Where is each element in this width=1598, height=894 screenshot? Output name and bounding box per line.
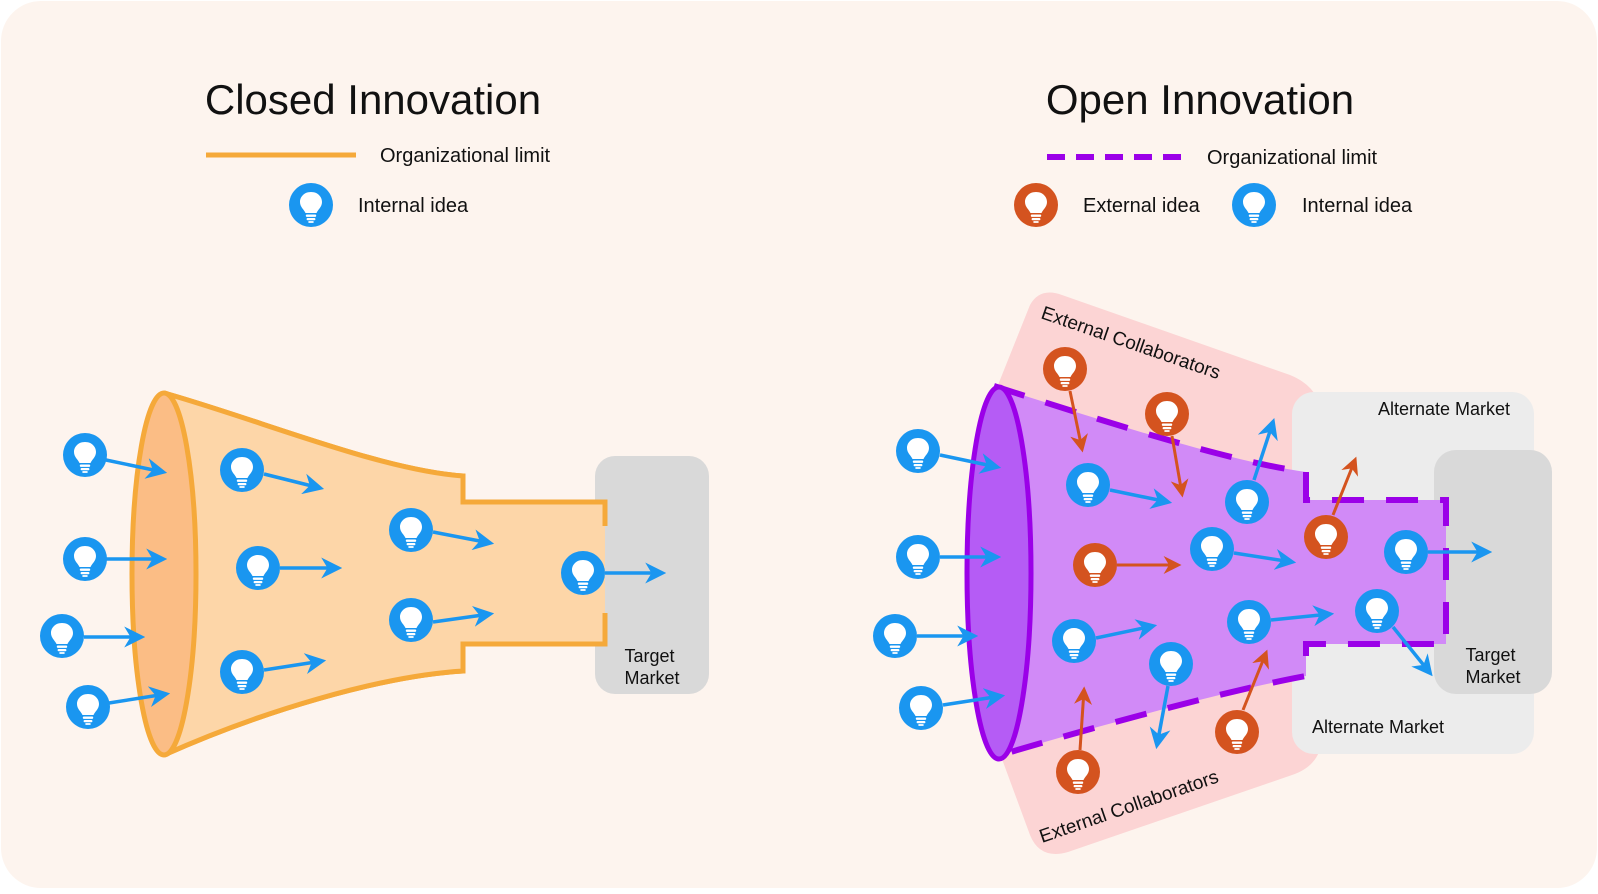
closed-internal-idea	[220, 448, 264, 492]
open-external-idea	[1145, 392, 1189, 436]
open-funnel-mouth	[964, 384, 1034, 762]
open-internal-idea	[1355, 589, 1399, 633]
open-internal-idea	[873, 614, 917, 658]
idea-arrow	[263, 472, 325, 495]
closed-target-market-label: Target Market	[624, 646, 679, 688]
idea-arrow	[1074, 686, 1093, 751]
closed-innovation-panel: Closed Innovation Organizational limit I…	[40, 76, 709, 758]
open-funnel-boundary	[993, 383, 1449, 760]
idea-arrow	[942, 688, 1006, 709]
idea-arrow	[939, 453, 1002, 474]
idea-arrow	[1109, 488, 1173, 509]
closed-title: Closed Innovation	[205, 76, 541, 123]
idea-arrow	[1270, 605, 1335, 627]
open-legend-limit-label: Organizational limit	[1207, 147, 1378, 169]
closed-internal-idea	[389, 508, 433, 552]
open-internal-idea	[896, 535, 940, 579]
idea-arrow	[1331, 456, 1359, 516]
open-internal-idea	[1052, 619, 1096, 663]
closed-internal-idea	[63, 433, 107, 477]
open-innovation-panel: Open Innovation Organizational limit Ext…	[873, 76, 1552, 854]
alternate-market-top-label: Alternate Market	[1378, 399, 1510, 419]
open-internal-idea	[1149, 642, 1193, 686]
closed-internal-idea	[236, 546, 280, 590]
idea-arrow	[1252, 418, 1278, 481]
closed-internal-idea	[66, 685, 110, 729]
idea-arrow	[1095, 619, 1158, 640]
closed-internal-idea	[63, 537, 107, 581]
idea-arrow	[1068, 390, 1088, 453]
open-external-idea	[1304, 515, 1348, 559]
open-internal-idea	[1190, 527, 1234, 571]
open-legend-external-label: External idea	[1083, 195, 1201, 217]
open-legend-external-icon	[1014, 183, 1058, 227]
closed-legend-limit-label: Organizational limit	[380, 145, 551, 167]
closed-internal-idea	[40, 614, 84, 658]
closed-funnel-mouth	[129, 390, 199, 758]
open-external-idea	[1073, 543, 1117, 587]
closed-internal-idea	[220, 650, 264, 694]
open-internal-idea	[1066, 463, 1110, 507]
open-external-idea	[1043, 347, 1087, 391]
open-internal-idea	[1225, 480, 1269, 524]
idea-arrow	[432, 605, 495, 627]
open-target-market-zone	[1434, 450, 1552, 694]
open-legend-internal-label: Internal idea	[1302, 195, 1413, 217]
open-title: Open Innovation	[1046, 76, 1354, 123]
open-internal-idea	[896, 429, 940, 473]
closed-internal-idea	[561, 551, 605, 595]
open-internal-idea	[1227, 600, 1271, 644]
open-legend-internal-icon	[1232, 183, 1276, 227]
closed-legend-internal-label: Internal idea	[358, 195, 469, 217]
idea-arrow	[263, 653, 327, 674]
alternate-market-bottom-label: Alternate Market	[1312, 717, 1444, 737]
open-target-market-label: Target Market	[1465, 645, 1520, 687]
closed-internal-idea	[389, 598, 433, 642]
closed-legend-internal-icon	[289, 183, 333, 227]
idea-arrow	[432, 529, 495, 551]
open-external-idea	[1056, 750, 1100, 794]
idea-arrow	[1391, 625, 1433, 677]
idea-arrow	[1233, 549, 1297, 570]
idea-arrow	[1241, 649, 1269, 711]
closed-funnel-fill	[164, 393, 605, 755]
idea-arrow	[1170, 435, 1189, 498]
idea-arrow	[1149, 685, 1171, 750]
idea-arrow	[108, 686, 171, 707]
idea-arrow	[105, 458, 168, 479]
open-internal-idea	[1384, 530, 1428, 574]
open-internal-idea	[899, 686, 943, 730]
open-external-idea	[1215, 710, 1259, 754]
